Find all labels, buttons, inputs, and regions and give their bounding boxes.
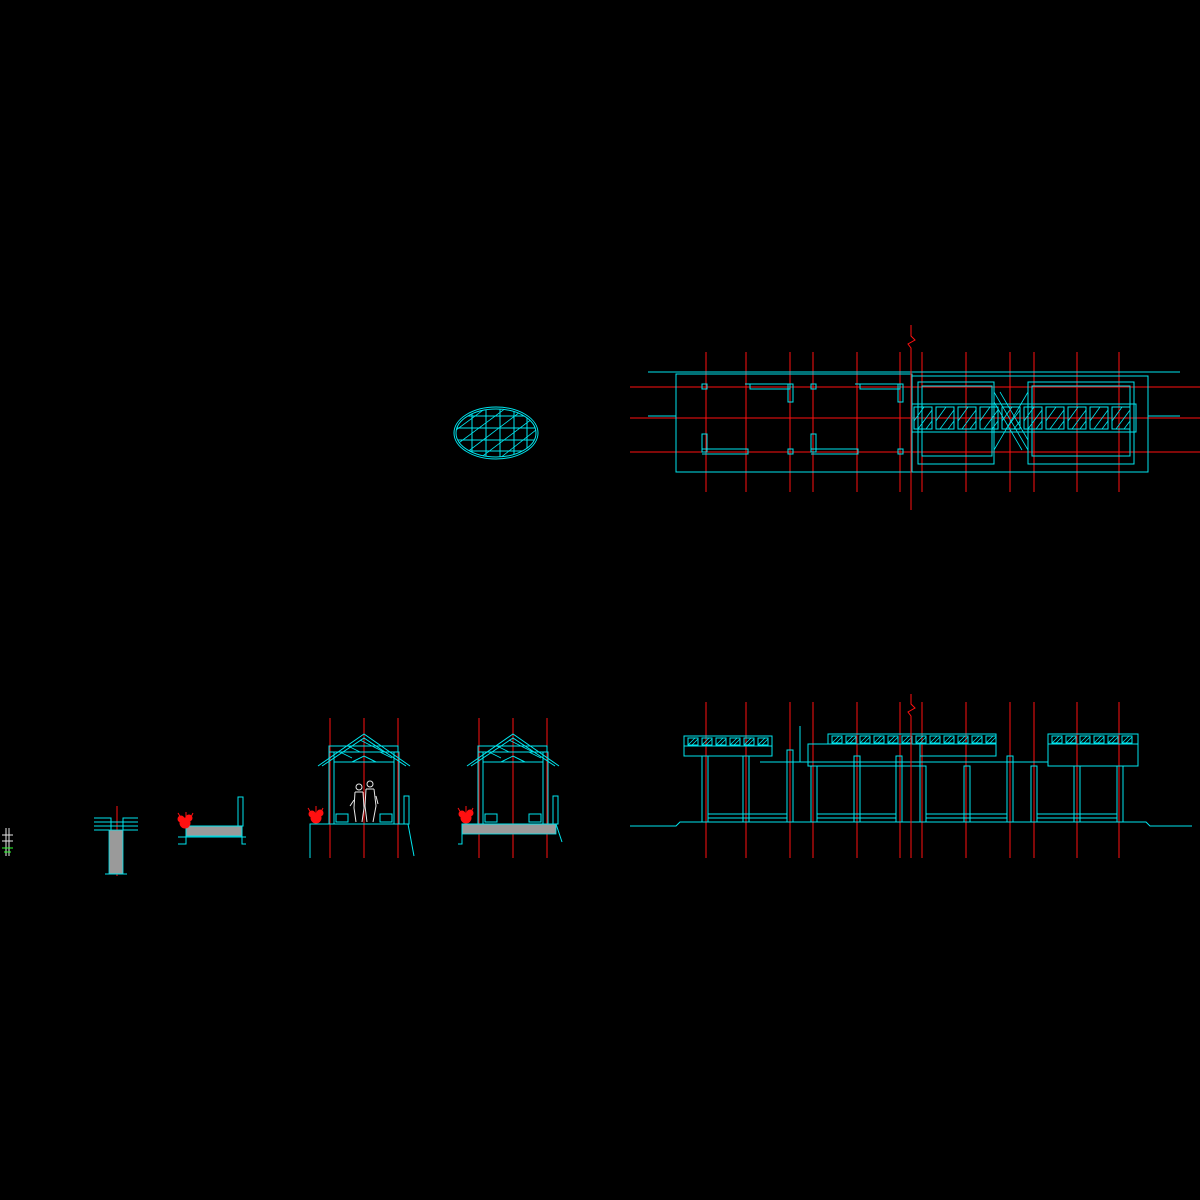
bench-section bbox=[177, 796, 246, 845]
roof-slat bbox=[985, 735, 997, 744]
roof-slat bbox=[831, 735, 843, 744]
slat-hatch bbox=[743, 737, 755, 746]
paving-tile bbox=[1001, 406, 1021, 430]
roof-slat bbox=[971, 735, 983, 744]
roof-slat bbox=[1107, 735, 1119, 744]
paving-tile bbox=[1067, 406, 1087, 430]
slat-hatch bbox=[715, 737, 727, 746]
slat-hatch bbox=[971, 735, 983, 744]
slat-hatch bbox=[1093, 735, 1105, 744]
paving-tile bbox=[1045, 406, 1065, 430]
tile-hatch bbox=[957, 406, 977, 430]
slat-hatch bbox=[729, 737, 741, 746]
slat-hatch bbox=[701, 737, 713, 746]
roof-slat bbox=[957, 735, 969, 744]
tile-hatch bbox=[1111, 406, 1131, 430]
slat-hatch bbox=[687, 737, 699, 746]
slat-hatch bbox=[873, 735, 885, 744]
roof-slat bbox=[915, 735, 927, 744]
roof-slat bbox=[743, 737, 755, 746]
slat-hatch bbox=[943, 735, 955, 744]
roof-slat bbox=[1093, 735, 1105, 744]
roof-slat bbox=[687, 737, 699, 746]
roof-slat bbox=[1121, 735, 1133, 744]
human-figures bbox=[349, 780, 379, 823]
tile-hatch bbox=[1045, 406, 1065, 430]
roof-slat bbox=[1051, 735, 1063, 744]
roof-slat bbox=[715, 737, 727, 746]
roof-slat bbox=[845, 735, 857, 744]
slat-hatch bbox=[859, 735, 871, 744]
footing-section bbox=[94, 806, 138, 876]
paving-tile bbox=[935, 406, 955, 430]
slat-hatch bbox=[887, 735, 899, 744]
slat-hatch bbox=[1079, 735, 1091, 744]
roof-slat bbox=[943, 735, 955, 744]
tile-hatch bbox=[1089, 406, 1109, 430]
slat-hatch bbox=[915, 735, 927, 744]
paving-tile bbox=[1023, 406, 1043, 430]
paving-tile bbox=[979, 406, 999, 430]
roof-slat bbox=[873, 735, 885, 744]
paving-tile bbox=[1111, 406, 1131, 430]
slat-hatch bbox=[1107, 735, 1119, 744]
slat-hatch bbox=[1121, 735, 1133, 744]
roof-slat bbox=[729, 737, 741, 746]
roof-slat bbox=[901, 735, 913, 744]
shrub-symbol bbox=[177, 812, 194, 829]
tile-hatch bbox=[935, 406, 955, 430]
slat-hatch bbox=[929, 735, 941, 744]
tile-hatch bbox=[1023, 406, 1043, 430]
tile-hatch bbox=[913, 406, 933, 430]
slat-hatch bbox=[1065, 735, 1077, 744]
roof-slat bbox=[887, 735, 899, 744]
shrub-symbol bbox=[457, 806, 474, 824]
slat-hatch bbox=[1051, 735, 1063, 744]
tile-hatch bbox=[979, 406, 999, 430]
paving-tile bbox=[957, 406, 977, 430]
slat-hatch bbox=[957, 735, 969, 744]
paving-tile bbox=[1089, 406, 1109, 430]
roof-slat bbox=[1065, 735, 1077, 744]
shrub-symbol bbox=[307, 806, 324, 824]
roof-slat bbox=[757, 737, 769, 746]
corridor-elevation bbox=[630, 694, 1192, 858]
shelter-section-with-figures bbox=[307, 718, 415, 858]
tile-hatch bbox=[1067, 406, 1087, 430]
slat-hatch bbox=[757, 737, 769, 746]
paving-ellipse bbox=[453, 406, 539, 460]
corridor-plan bbox=[630, 325, 1200, 510]
paving-tile bbox=[913, 406, 933, 430]
shelter-section bbox=[457, 718, 563, 858]
slat-hatch bbox=[845, 735, 857, 744]
slat-hatch bbox=[985, 735, 997, 744]
legend-symbol bbox=[2, 828, 13, 856]
slat-hatch bbox=[831, 735, 843, 744]
roof-slat bbox=[1079, 735, 1091, 744]
roof-slat bbox=[929, 735, 941, 744]
roof-slat bbox=[701, 737, 713, 746]
bracing-hatch bbox=[993, 391, 1029, 451]
roof-slat bbox=[859, 735, 871, 744]
